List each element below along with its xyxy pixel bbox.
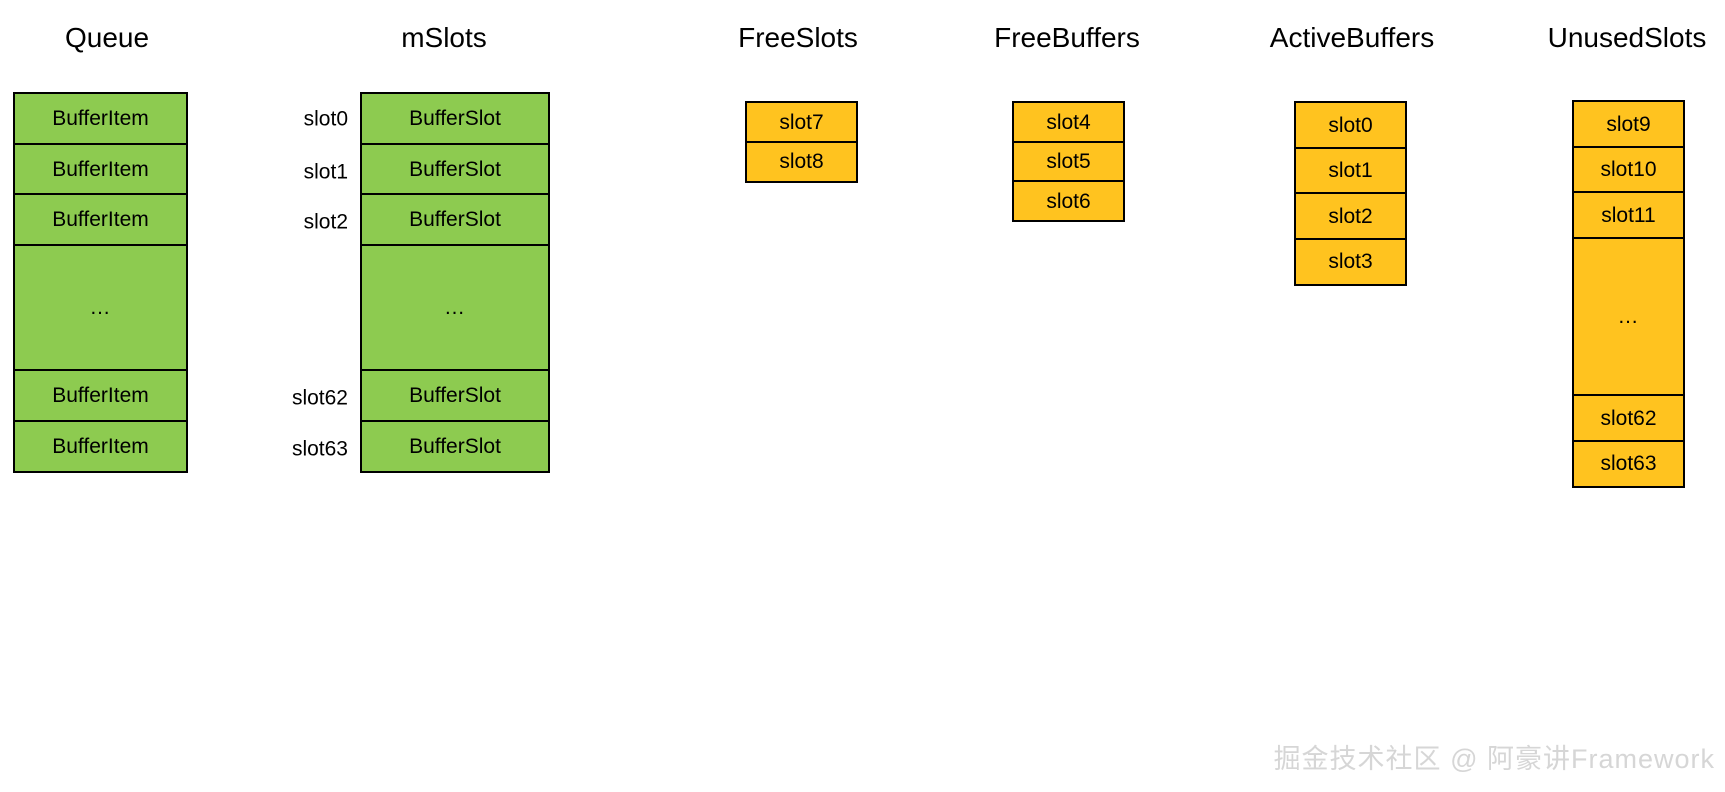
column-title-unusedslots: UnusedSlots — [1547, 22, 1707, 53]
slot-index-label-slot0: slot0 — [303, 107, 348, 130]
column-title-activebuffers: ActiveBuffers — [1269, 22, 1435, 53]
cell-unusedslots-5[interactable]: slot63 — [1572, 439, 1685, 488]
cell-freeslots-1[interactable]: slot8 — [745, 140, 858, 183]
cell-queue-2[interactable]: BufferItem — [13, 193, 188, 246]
cell-queue-4[interactable]: BufferItem — [13, 369, 188, 422]
cell-mslots-2[interactable]: BufferSlot — [360, 193, 550, 246]
cell-activebuffers-1[interactable]: slot1 — [1294, 146, 1407, 195]
column-title-mslots: mSlots — [401, 22, 487, 53]
cell-unusedslots-1[interactable]: slot10 — [1572, 145, 1685, 194]
cell-activebuffers-2[interactable]: slot2 — [1294, 192, 1407, 240]
cell-freebuffers-1[interactable]: slot5 — [1012, 140, 1125, 183]
cell-activebuffers-0[interactable]: slot0 — [1294, 101, 1407, 149]
column-title-freebuffers: FreeBuffers — [994, 22, 1140, 53]
cell-activebuffers-3[interactable]: slot3 — [1294, 237, 1407, 286]
column-title-freeslots: FreeSlots — [738, 22, 858, 53]
slot-index-label-slot2: slot2 — [303, 210, 348, 234]
cell-freebuffers-2[interactable]: slot6 — [1012, 180, 1125, 222]
cell-ellipsis[interactable]: … — [360, 243, 550, 372]
cell-ellipsis[interactable]: … — [13, 243, 188, 372]
cell-mslots-0[interactable]: BufferSlot — [360, 92, 550, 145]
cell-freeslots-0[interactable]: slot7 — [745, 101, 858, 143]
cell-unusedslots-2[interactable]: slot11 — [1572, 191, 1685, 239]
column-title-queue: Queue — [64, 22, 150, 53]
cell-unusedslots-4[interactable]: slot62 — [1572, 394, 1685, 442]
slot-index-label-slot62: slot62 — [291, 386, 348, 410]
slot-index-label-slot1: slot1 — [303, 160, 348, 183]
cell-queue-1[interactable]: BufferItem — [13, 142, 188, 196]
watermark-text: 掘金技术社区 @ 阿豪讲Framework — [1273, 744, 1715, 774]
cell-unusedslots-0[interactable]: slot9 — [1572, 100, 1685, 148]
cell-mslots-5[interactable]: BufferSlot — [360, 419, 550, 473]
cell-ellipsis[interactable]: … — [1572, 236, 1685, 397]
slot-index-label-slot63: slot63 — [291, 437, 348, 460]
cell-queue-5[interactable]: BufferItem — [13, 419, 188, 473]
cell-mslots-4[interactable]: BufferSlot — [360, 369, 550, 422]
cell-queue-0[interactable]: BufferItem — [13, 92, 188, 145]
cell-freebuffers-0[interactable]: slot4 — [1012, 101, 1125, 143]
cell-mslots-1[interactable]: BufferSlot — [360, 142, 550, 196]
